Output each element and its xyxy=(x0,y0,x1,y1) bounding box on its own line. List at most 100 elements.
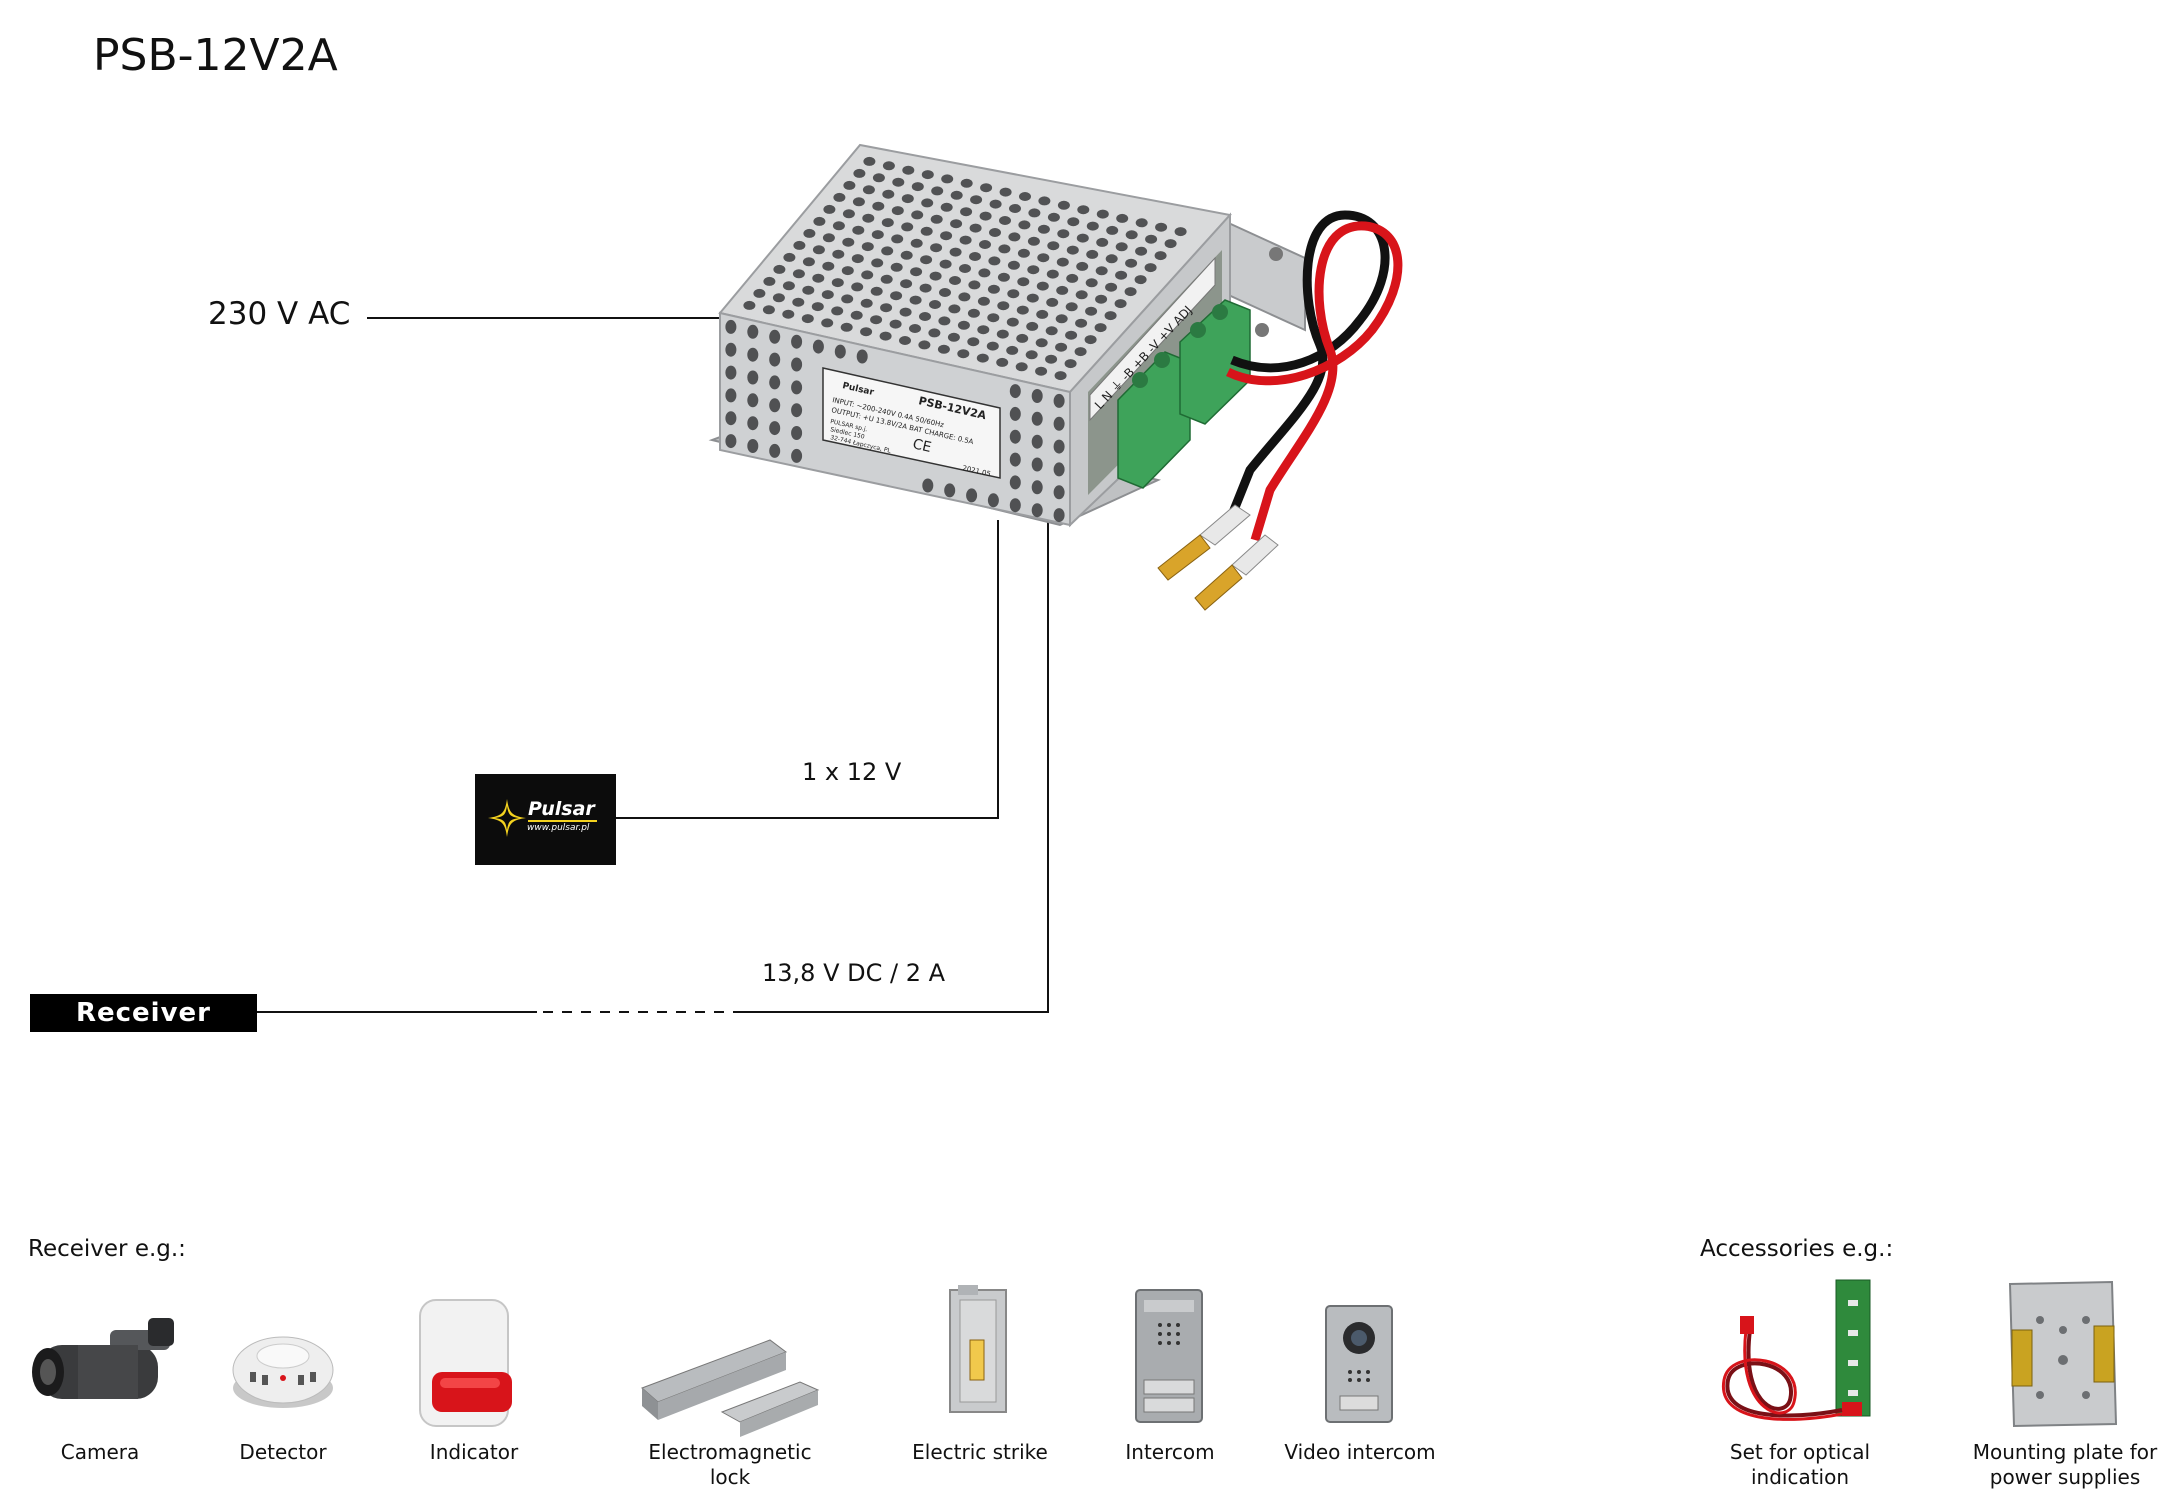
vent-hole xyxy=(998,244,1011,254)
wire-connectors xyxy=(1157,504,1279,611)
vent-hole xyxy=(958,292,971,302)
vent-hole xyxy=(871,258,884,268)
vent-hole xyxy=(792,297,805,307)
vent-hole xyxy=(1095,266,1108,276)
vent-hole xyxy=(911,210,924,220)
vent-hole xyxy=(1086,221,1099,231)
vent-hole xyxy=(899,307,912,317)
vent-hole xyxy=(863,156,876,166)
vent-hole xyxy=(957,320,970,330)
vent-hole xyxy=(802,257,815,267)
vent-hole xyxy=(920,226,933,236)
vent-hole xyxy=(769,421,781,436)
vent-hole xyxy=(801,314,814,324)
vent-hole xyxy=(881,246,894,256)
vent-hole xyxy=(1015,362,1028,372)
vent-hole xyxy=(1116,213,1129,223)
vent-hole xyxy=(1086,249,1099,259)
vent-hole xyxy=(821,290,834,300)
vent-hole xyxy=(1124,287,1137,297)
vent-hole xyxy=(881,218,894,228)
vent-hole xyxy=(977,325,990,335)
vent-hole xyxy=(1035,338,1048,348)
vent-hole xyxy=(1045,354,1058,364)
vent-hole xyxy=(725,388,737,403)
vent-hole xyxy=(976,353,989,363)
vent-hole xyxy=(999,187,1012,197)
vent-hole xyxy=(1174,227,1187,237)
vent-hole xyxy=(882,189,895,199)
vent-hole xyxy=(1047,212,1060,222)
vent-hole xyxy=(996,357,1009,367)
vent-hole xyxy=(1019,192,1031,201)
vent-hole xyxy=(1028,208,1041,218)
vent-hole xyxy=(1053,416,1065,431)
vent-hole xyxy=(940,231,953,241)
caption-camera: Camera xyxy=(60,1440,140,1464)
vent-hole xyxy=(911,182,924,192)
vent-hole xyxy=(910,267,923,277)
vent-hole xyxy=(901,194,914,204)
vent-hole xyxy=(1053,508,1065,523)
vent-hole xyxy=(861,270,874,280)
vent-hole xyxy=(831,306,844,316)
vent-hole xyxy=(1065,330,1078,340)
vent-hole xyxy=(1144,263,1157,273)
vent-hole xyxy=(944,483,956,498)
vent-hole xyxy=(1008,232,1021,242)
vent-hole xyxy=(1035,366,1048,376)
vent-hole xyxy=(1009,475,1021,490)
vent-hole xyxy=(999,216,1011,225)
vent-hole xyxy=(842,237,855,247)
vent-hole xyxy=(1055,314,1068,324)
vent-hole xyxy=(1009,204,1021,213)
vent-hole xyxy=(1056,285,1069,295)
vent-hole xyxy=(902,165,915,175)
vent-hole xyxy=(832,249,845,259)
vent-hole xyxy=(1053,393,1065,408)
vent-hole xyxy=(960,207,973,217)
vent-hole xyxy=(1038,196,1051,206)
vent-hole xyxy=(1105,282,1118,292)
vent-hole xyxy=(831,278,844,288)
vent-hole xyxy=(1037,253,1050,263)
vent-hole xyxy=(928,328,941,338)
vent-hole xyxy=(1125,230,1138,240)
vent-hole xyxy=(1047,241,1060,251)
vent-hole xyxy=(890,262,903,272)
vent-hole xyxy=(861,242,874,252)
vent-hole xyxy=(978,268,991,278)
vent-hole xyxy=(791,357,803,372)
vent-hole xyxy=(967,308,980,318)
vent-hole xyxy=(747,416,759,431)
vent-hole xyxy=(1017,277,1030,287)
vent-hole xyxy=(947,332,960,342)
vent-hole xyxy=(977,296,990,306)
vent-hole xyxy=(921,170,934,180)
vent-hole xyxy=(910,238,923,248)
vent-hole xyxy=(1104,311,1117,321)
vent-hole xyxy=(1053,439,1065,454)
vent-hole xyxy=(1031,434,1043,449)
vent-hole xyxy=(773,264,786,274)
vent-hole xyxy=(823,204,836,214)
vent-hole xyxy=(1046,269,1059,279)
accessories-section-title: Accessories e.g.: xyxy=(1700,1236,1894,1262)
receivers-section-title: Receiver e.g.: xyxy=(28,1236,186,1262)
vent-hole xyxy=(870,286,883,296)
vent-hole xyxy=(841,266,854,276)
vent-hole xyxy=(793,240,806,250)
vent-hole xyxy=(1076,261,1089,271)
vent-hole xyxy=(852,197,865,207)
vent-hole xyxy=(1009,452,1021,467)
electric-strike-icon xyxy=(949,1285,1007,1413)
vent-hole xyxy=(1053,485,1065,500)
vent-hole xyxy=(725,342,737,357)
vent-hole xyxy=(802,285,815,295)
vent-hole xyxy=(783,252,796,262)
vent-hole xyxy=(872,201,885,211)
vent-hole xyxy=(1154,251,1167,261)
vent-hole xyxy=(813,216,826,226)
vent-hole xyxy=(950,219,963,229)
caption-indicator: Indicator xyxy=(429,1440,519,1464)
